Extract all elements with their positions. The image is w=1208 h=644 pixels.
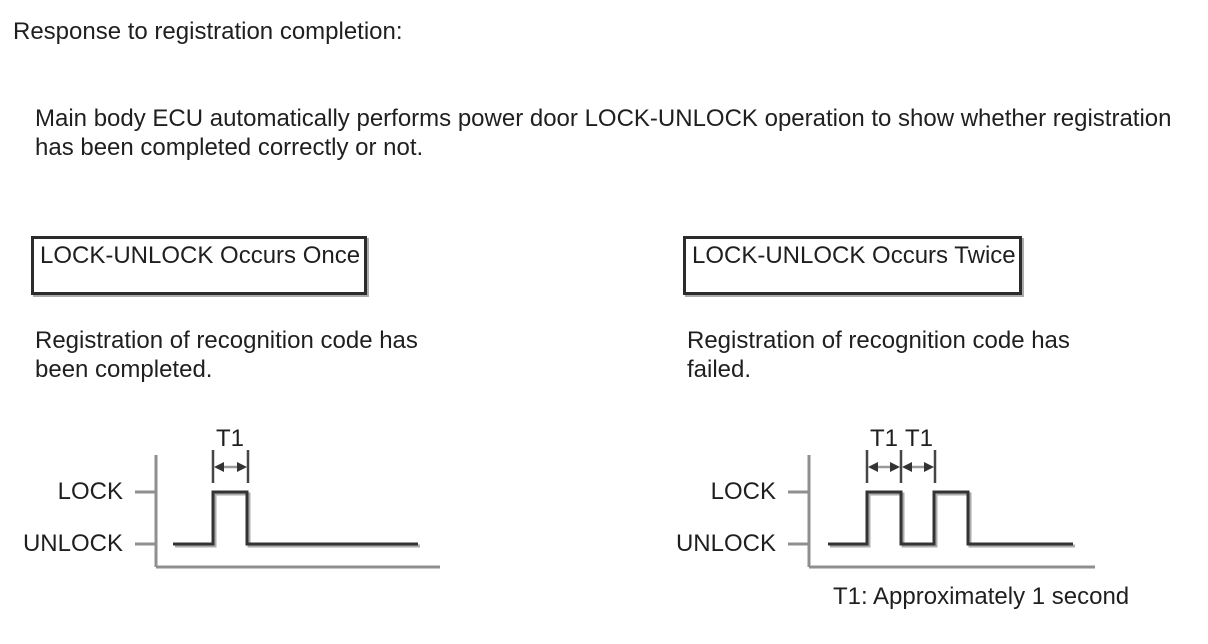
t1-footnote: T1: Approximately 1 second [833, 583, 1130, 610]
t1-arrow-left-icon [214, 462, 224, 472]
signal-axes-right [788, 455, 1095, 569]
failed-caption-line-2: failed. [687, 356, 752, 383]
t1-dimension-right: T1 T1 [865, 425, 937, 483]
failed-caption: Registration of recognition code has fai… [687, 326, 1070, 384]
lock-unlock-once-box: LOCK-UNLOCK Occurs Once [31, 236, 367, 295]
t1-dimension-left: T1 [211, 425, 250, 483]
lock-axis-label: LOCK [711, 478, 776, 505]
waveform-single-pulse [173, 490, 418, 546]
timing-diagram-once: T1 LOCK UNLOCK [23, 425, 440, 569]
completed-caption: Registration of recognition code has bee… [35, 326, 418, 384]
lock-unlock-twice-box: LOCK-UNLOCK Occurs Twice [683, 236, 1022, 295]
waveform-shadow [830, 492, 1075, 548]
completed-caption-line-2: been completed. [35, 356, 213, 383]
intro-line-1: Main body ECU automatically performs pow… [35, 105, 1172, 132]
lock-axis-label: LOCK [58, 478, 123, 505]
t1-dimension-label-1: T1 [870, 425, 898, 452]
t1-dimension-label: T1 [216, 425, 244, 452]
unlock-axis-label: UNLOCK [23, 530, 123, 557]
completed-caption-line-1: Registration of recognition code has [35, 327, 418, 354]
t1-arrow-1-left-icon [868, 462, 878, 472]
timing-diagram-twice: T1 T1 LOCK UNLOCK [676, 425, 1095, 569]
intro-paragraph: Main body ECU automatically performs pow… [35, 104, 1172, 162]
signal-axes-left [135, 455, 440, 569]
unlock-axis-label: UNLOCK [676, 530, 776, 557]
intro-line-2: has been completed correctly or not. [35, 134, 424, 161]
t1-arrow-1-right-icon [890, 462, 900, 472]
t1-arrow-right-icon [237, 462, 247, 472]
t1-arrow-2-left-icon [902, 462, 912, 472]
waveform-double-pulse [828, 490, 1073, 546]
t1-dimension-label-2: T1 [905, 425, 933, 452]
failed-caption-line-1: Registration of recognition code has [687, 327, 1070, 354]
waveform-shadow [175, 492, 420, 548]
page-title: Response to registration completion: [13, 18, 403, 45]
lock-unlock-twice-label: LOCK-UNLOCK Occurs Twice [692, 242, 1016, 269]
lock-unlock-once-label: LOCK-UNLOCK Occurs Once [40, 242, 361, 269]
t1-arrow-2-right-icon [924, 462, 934, 472]
